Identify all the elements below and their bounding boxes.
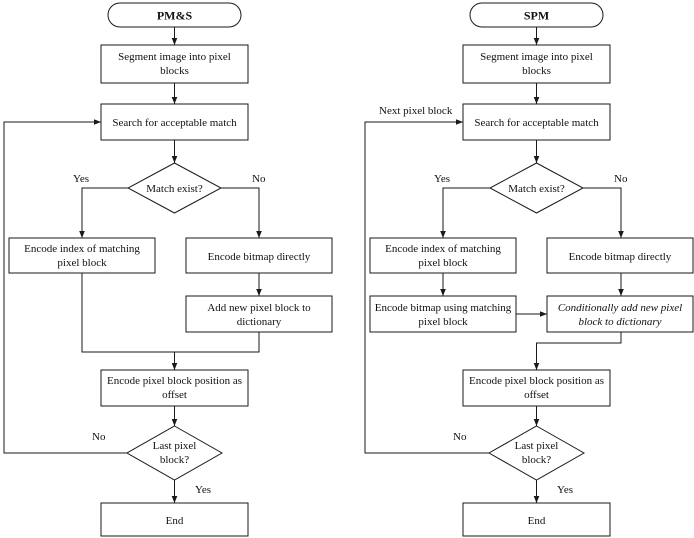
pms-encode-position-line1: Encode pixel block position as [107, 375, 242, 387]
pms-end-label: End [166, 515, 184, 527]
spm-match-diamond [488, 162, 585, 214]
spm-encode-position-line2: offset [524, 389, 549, 401]
spm-match-label: Match exist? [508, 183, 565, 195]
pms-arrow-no [221, 187, 262, 238]
spm-encode-bitmap-label: Encode bitmap directly [569, 251, 672, 263]
pms-yes-label: Yes [73, 173, 89, 185]
pms-add-block-box [185, 295, 333, 333]
spm-arrow-yes [440, 187, 490, 238]
pms-encode-position-box [100, 369, 249, 407]
pms-add-block-line1: Add new pixel block to [207, 302, 311, 314]
spm-end-box [462, 502, 611, 537]
spm-last-line2: block? [522, 454, 551, 466]
pms-encode-position-line2: offset [162, 389, 187, 401]
pms-encode-bitmap-box [185, 237, 333, 274]
pms-loop-arrow [3, 119, 127, 454]
spm-segment-box [462, 44, 611, 84]
spm-last-no-label: No [453, 431, 467, 443]
spm-search-label: Search for acceptable match [474, 117, 599, 129]
pms-search-label: Search for acceptable match [112, 117, 237, 129]
spm-encode-using-box [369, 295, 517, 333]
pms-title: PM&S [157, 9, 193, 23]
spm-encode-using-line1: Encode bitmap using matching [375, 302, 512, 314]
spm-encode-bitmap-box [546, 237, 694, 274]
spm-encode-index-line2: pixel block [418, 257, 468, 269]
spm-cond-add-line2: block to dictionary [578, 316, 661, 328]
spm-encode-index-box [369, 237, 517, 274]
spm-flowchart: SPM Segment image into pixel blocks Next… [364, 2, 694, 537]
spm-yes-label: Yes [434, 173, 450, 185]
pms-end-box [100, 502, 249, 537]
spm-last-diamond [487, 425, 586, 481]
pms-encode-bitmap-label: Encode bitmap directly [208, 251, 311, 263]
pms-last-diamond [125, 425, 224, 481]
pms-last-no-label: No [92, 431, 106, 443]
pms-add-block-line2: dictionary [237, 316, 282, 328]
pms-match-diamond [126, 162, 223, 214]
pms-merge-line [81, 273, 260, 353]
spm-title: SPM [524, 9, 549, 23]
spm-cond-add-line1: Conditionally add new pixel [558, 302, 682, 314]
pms-encode-index-line2: pixel block [57, 257, 107, 269]
pms-arrow-yes [79, 187, 128, 238]
pms-last-line1: Last pixel [153, 440, 197, 452]
spm-end-label: End [528, 515, 546, 527]
spm-segment-line1: Segment image into pixel [480, 51, 593, 63]
spm-search-box [462, 103, 611, 141]
spm-loop-arrow [364, 119, 489, 454]
pms-encode-index-line1: Encode index of matching [24, 243, 140, 255]
spm-segment-line2: blocks [522, 65, 551, 77]
spm-encode-position-box [462, 369, 611, 407]
spm-cond-add-box [546, 295, 694, 333]
spm-arrow-no [583, 187, 624, 238]
pms-match-label: Match exist? [146, 183, 203, 195]
pms-segment-box [100, 44, 249, 84]
spm-next-label: Next pixel block [379, 105, 453, 117]
spm-encode-using-line2: pixel block [418, 316, 468, 328]
spm-last-yes-label: Yes [557, 484, 573, 496]
pms-last-yes-label: Yes [195, 484, 211, 496]
pms-segment-line2: blocks [160, 65, 189, 77]
spm-arrow-cond-position [533, 332, 622, 370]
pms-no-label: No [252, 173, 266, 185]
pms-last-line2: block? [160, 454, 189, 466]
pms-segment-line1: Segment image into pixel [118, 51, 231, 63]
spm-encode-index-line1: Encode index of matching [385, 243, 501, 255]
spm-no-label: No [614, 173, 628, 185]
pms-flowchart: PM&S Segment image into pixel blocks Sea… [3, 2, 333, 537]
spm-last-line1: Last pixel [515, 440, 559, 452]
spm-encode-position-line1: Encode pixel block position as [469, 375, 604, 387]
